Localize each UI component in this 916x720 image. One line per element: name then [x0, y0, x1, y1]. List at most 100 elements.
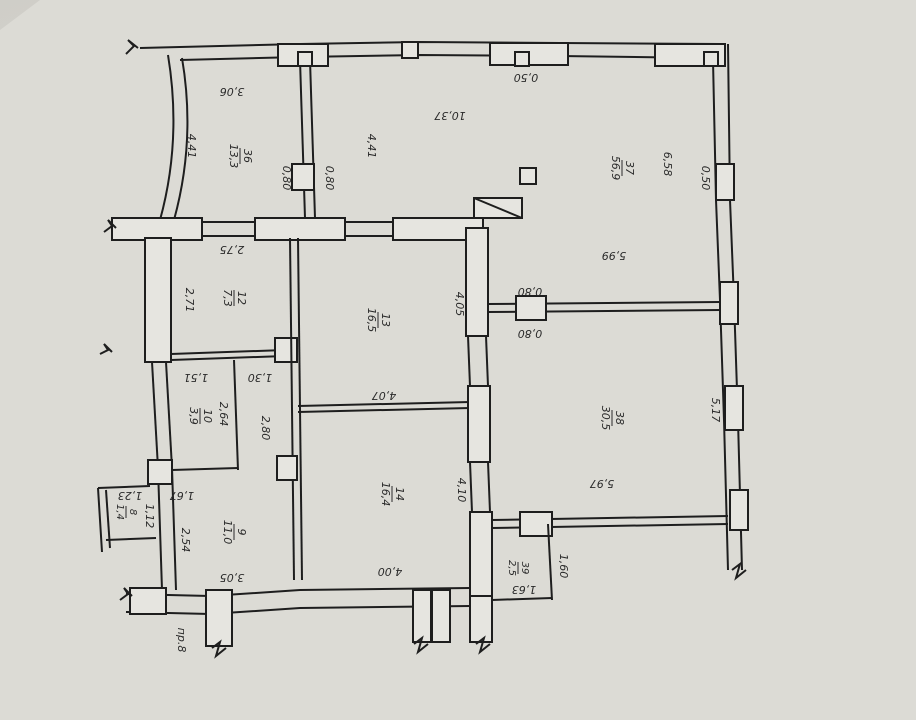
- wall-left-upper-inner: [173, 57, 189, 221]
- room-36-number: 36: [241, 149, 254, 163]
- partition: [233, 359, 239, 471]
- partition: [171, 467, 239, 471]
- dimension-label: 3,06: [220, 85, 245, 98]
- room-38-label: 38 30,5: [599, 406, 626, 431]
- partition: [309, 59, 316, 219]
- wall-segment: [254, 217, 346, 241]
- window-line: [485, 335, 489, 387]
- partition: [170, 349, 286, 355]
- partition: [289, 237, 295, 581]
- dimension-label: 4,41: [185, 134, 198, 159]
- dimension-label: 1,12: [143, 504, 156, 529]
- wall-segment: [431, 589, 451, 643]
- dimension-label: 5,99: [602, 249, 627, 262]
- pillar: [147, 459, 173, 485]
- dimension-label: 6,58: [661, 152, 674, 177]
- dimension-label: 2,54: [179, 528, 192, 553]
- wall-segment: [465, 227, 489, 337]
- partition: [97, 487, 103, 553]
- room-13-area: 16,5: [365, 308, 378, 333]
- room-37-area: 56,9: [609, 156, 622, 181]
- room-38-area: 30,5: [599, 406, 612, 431]
- room-9-label: 9 11,0: [221, 520, 248, 545]
- wall-top-inner: [179, 53, 706, 61]
- dimension-label: 3,05: [220, 571, 245, 584]
- break-mark: [475, 635, 491, 655]
- pillar: [715, 163, 735, 201]
- room-8-area: 1,4: [114, 504, 125, 520]
- room-37-number: 37: [623, 161, 636, 175]
- window-line: [487, 461, 491, 513]
- dimension-label: 0,50: [514, 71, 539, 84]
- partition: [297, 237, 303, 581]
- section-mark: пр.8: [175, 628, 188, 653]
- dimension-label: 1,51: [184, 371, 209, 384]
- room-39-number: 39: [519, 562, 530, 575]
- partition: [105, 537, 157, 541]
- partition: [297, 407, 471, 413]
- pillar: [719, 281, 739, 325]
- wall-segment: [144, 237, 172, 363]
- dimension-label: 1,30: [248, 371, 273, 384]
- partition: [547, 523, 553, 601]
- dimension-label: 0,80: [518, 327, 543, 340]
- break-mark: [103, 219, 117, 233]
- room-39-label: 39 2,5: [506, 560, 530, 576]
- room-14-label: 14 16,4: [379, 482, 406, 507]
- wall-segment: [469, 595, 493, 643]
- room-14-area: 16,4: [379, 482, 392, 507]
- break-mark: [125, 39, 139, 55]
- pillar: [724, 385, 744, 431]
- room-13-label: 13 16,5: [365, 308, 392, 333]
- partition: [170, 355, 286, 361]
- dimension-label: 0,80: [280, 166, 293, 191]
- pillar: [401, 41, 419, 59]
- wall-line: [151, 361, 159, 469]
- shaft-diagonal: [473, 197, 523, 219]
- dimension-label: 0,80: [518, 285, 543, 298]
- dimension-label: 0,50: [699, 166, 712, 191]
- pillar: [519, 511, 553, 537]
- room-labels: 36 13,3 37 56,9 12 7,3 13 16,5 10: [114, 144, 636, 576]
- room-9-area: 11,0: [221, 520, 234, 545]
- dimension-label: 2,64: [217, 402, 230, 427]
- window-line: [469, 461, 473, 513]
- wall-top-outer: [139, 40, 721, 49]
- wall-line: [157, 467, 163, 591]
- wall-bottom-outer: [125, 587, 471, 598]
- dimension-label: 4,00: [378, 565, 403, 578]
- room-10-area: 3,9: [187, 407, 200, 425]
- room-36-label: 36 13,3: [227, 144, 254, 169]
- wall-segment: [467, 385, 491, 463]
- pillar: [514, 51, 530, 67]
- pillar: [274, 337, 298, 363]
- room-8-number: 8: [127, 509, 138, 515]
- room-12-label: 12 7,3: [221, 289, 248, 307]
- wall-bottom-inner: [125, 605, 471, 616]
- dimension-label: 1,60: [557, 554, 570, 579]
- room-38-number: 38: [613, 411, 626, 425]
- room-9-number: 9: [235, 529, 248, 536]
- dimension-label: 2,80: [259, 416, 272, 441]
- wall-segment: [205, 589, 233, 647]
- dimension-labels: 3,06 0,50 10,37 4,41 4,41 0,80 0,80 0,50…: [118, 71, 722, 596]
- room-36-area: 13,3: [227, 144, 240, 169]
- room-39-area: 2,5: [506, 560, 517, 576]
- break-mark: [99, 343, 113, 355]
- dimension-label: 4,07: [372, 389, 397, 402]
- wall-segment: [412, 589, 432, 643]
- wall-segment: [111, 217, 203, 241]
- room-12-number: 12: [235, 291, 248, 305]
- room-13-number: 13: [379, 313, 392, 327]
- pillar: [729, 489, 749, 531]
- pillar: [291, 163, 315, 191]
- dimension-label: 2,71: [183, 288, 196, 313]
- dimension-label: 4,10: [455, 478, 468, 503]
- wall-line: [171, 467, 177, 591]
- wall-segment: [129, 587, 167, 615]
- break-mark: [731, 561, 747, 581]
- dimension-label: 5,17: [709, 398, 722, 423]
- dimension-label: 10,37: [434, 109, 466, 122]
